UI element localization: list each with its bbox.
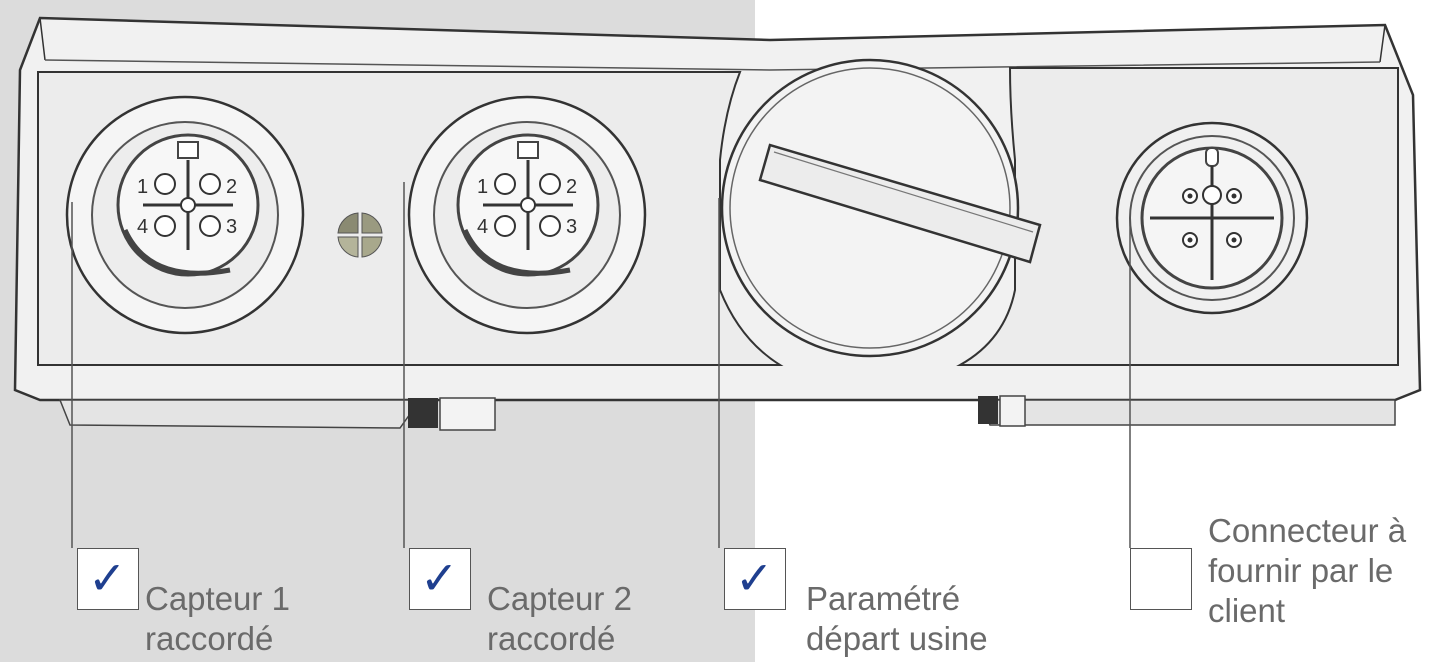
- checkbox[interactable]: ✓: [409, 548, 471, 610]
- pin-label: 3: [566, 216, 577, 238]
- checkmark-icon: ✓: [735, 551, 774, 605]
- parameter-cap: [720, 58, 1042, 358]
- checkbox[interactable]: [1130, 548, 1192, 610]
- pin-label: 4: [477, 216, 488, 238]
- callout-label-line2: départ usine: [806, 620, 988, 657]
- pin-label: 4: [137, 216, 148, 238]
- callout-label-line1: Connecteur à: [1208, 512, 1407, 549]
- checkmark-icon: ✓: [88, 551, 127, 605]
- callout-label-line2: raccordé: [487, 620, 616, 657]
- checkbox[interactable]: ✓: [77, 548, 139, 610]
- pin-label: 1: [477, 176, 488, 198]
- callout-label-line1: Capteur 2: [487, 580, 632, 617]
- callout-label-line2: fournir par le: [1208, 552, 1394, 589]
- pin-label: 3: [226, 216, 237, 238]
- callout-label-line2: raccordé: [145, 620, 274, 657]
- pin-label: 2: [566, 176, 577, 198]
- sensor-connector-1: 1 2 3 4: [65, 95, 305, 335]
- bottom-strip: [58, 399, 1396, 429]
- output-connector: [1115, 121, 1309, 315]
- callout-label-line1: Capteur 1: [145, 580, 290, 617]
- callout-label-line1: Paramétré: [806, 580, 961, 617]
- checkbox[interactable]: ✓: [724, 548, 786, 610]
- sensor-connector-2: 1 2 3 4: [407, 95, 647, 335]
- callout-label-line3: client: [1208, 592, 1286, 629]
- checkmark-icon: ✓: [420, 551, 459, 605]
- pin-label: 2: [226, 176, 237, 198]
- pin-label: 1: [137, 176, 148, 198]
- led-indicator: [337, 212, 383, 258]
